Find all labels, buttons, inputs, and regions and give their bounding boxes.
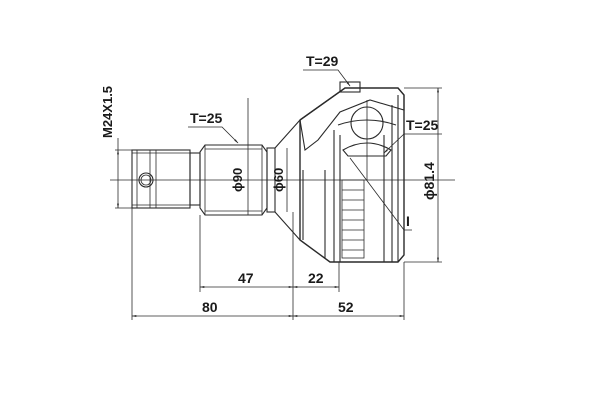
dim-52: 52	[338, 299, 354, 315]
threaded-stub	[131, 149, 201, 209]
dim-47: 47	[238, 270, 254, 286]
dim-80: 80	[202, 299, 218, 315]
cotter-pin-hole	[138, 172, 154, 188]
diameter-81-4: ϕ81.4	[421, 162, 437, 200]
thread-label: M24X1.5	[100, 86, 115, 138]
tooth-count-inner: T=25	[406, 117, 439, 133]
tooth-count-shaft: T=25	[190, 110, 223, 126]
dim-22: 22	[308, 270, 324, 286]
tooth-count-outer: T=29	[306, 53, 339, 69]
diameter-90: ϕ90	[230, 168, 245, 192]
splined-shaft	[199, 119, 301, 241]
outer-housing	[299, 81, 405, 263]
inner-spline-teeth	[341, 179, 365, 259]
marker-i: I	[406, 213, 410, 229]
diameter-60: ϕ60	[271, 168, 286, 192]
